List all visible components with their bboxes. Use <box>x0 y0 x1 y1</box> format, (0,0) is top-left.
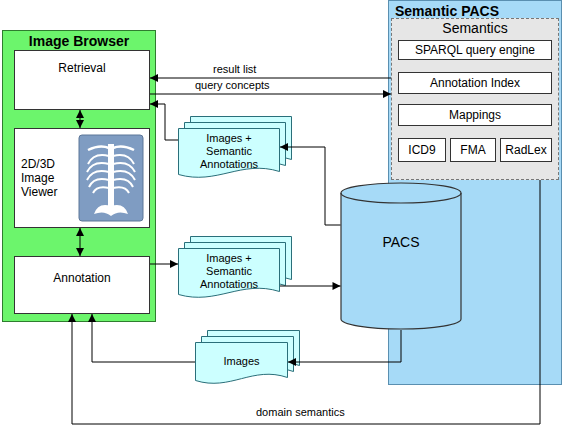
panel-title: Semantic PACS <box>395 3 499 20</box>
arrowhead <box>150 100 158 108</box>
connector-line <box>280 286 341 287</box>
connector-line <box>288 330 401 362</box>
node-label: FMA <box>460 143 485 157</box>
pacs-panel: Semantic PACSSemanticsSPARQL query engin… <box>388 0 562 385</box>
node-label: Retrieval <box>58 61 105 75</box>
xray-illustration <box>78 134 144 222</box>
component-box: Annotation Index <box>398 72 552 94</box>
connector <box>88 314 195 362</box>
arrowhead <box>76 110 84 118</box>
connector <box>280 282 341 290</box>
node-label: ICD9 <box>408 143 435 157</box>
component-box: Mappings <box>398 104 552 126</box>
arrowhead <box>76 248 84 256</box>
connector <box>76 228 84 256</box>
connector-line <box>280 147 341 225</box>
arrowhead <box>88 314 96 322</box>
ontology-box: RadLex <box>500 138 552 162</box>
semantics-group: SemanticsSPARQL query engineAnnotation I… <box>391 18 559 180</box>
connector <box>150 100 178 140</box>
arrowhead <box>170 260 178 268</box>
connector <box>280 143 341 225</box>
node-label: PACS <box>382 234 419 251</box>
panel-title: Semantics <box>442 20 507 37</box>
arrowhead <box>333 282 341 290</box>
edge-label: domain semantics <box>254 406 347 419</box>
arrowhead <box>288 358 296 366</box>
document-stack: Images + Semantic Annotations <box>178 116 292 180</box>
database-cylinder: PACS <box>340 182 462 330</box>
connector <box>150 260 178 268</box>
arrowhead <box>76 228 84 236</box>
module-box: Annotation <box>14 256 150 314</box>
arrowhead <box>76 120 84 128</box>
cylinder-outline <box>340 182 462 330</box>
connector <box>76 110 84 128</box>
node-label: Annotation <box>53 271 110 285</box>
document-stack: Images + Semantic Annotations <box>178 236 292 300</box>
node-label: Images <box>223 355 259 368</box>
node-label: 2D/3D Image Viewer <box>21 157 77 199</box>
node-label: Images + Semantic Annotations <box>191 252 267 291</box>
arrowhead <box>68 314 76 322</box>
component-box: SPARQL query engine <box>398 40 552 60</box>
document-stack: Images <box>195 330 300 386</box>
node-label: Mappings <box>449 108 501 122</box>
connector-line <box>72 180 540 424</box>
node-label: Annotation Index <box>430 76 520 90</box>
edge-label: query concepts <box>193 79 272 92</box>
arrowhead <box>383 90 391 98</box>
connector-line <box>92 314 195 362</box>
arrowhead <box>280 143 288 151</box>
node-label: Images + Semantic Annotations <box>191 132 267 171</box>
arrowhead <box>150 74 158 82</box>
connector-line <box>150 94 391 95</box>
connector <box>68 180 540 424</box>
connector <box>288 330 401 366</box>
node-label: RadLex <box>505 143 546 157</box>
module-box: Retrieval <box>14 50 150 110</box>
edge-label: result list <box>211 63 258 76</box>
panel-title: Image Browser <box>29 33 129 50</box>
ontology-box: ICD9 <box>398 138 446 162</box>
connector-line <box>150 104 178 140</box>
ontology-box: FMA <box>450 138 496 162</box>
node-label: SPARQL query engine <box>415 43 535 57</box>
